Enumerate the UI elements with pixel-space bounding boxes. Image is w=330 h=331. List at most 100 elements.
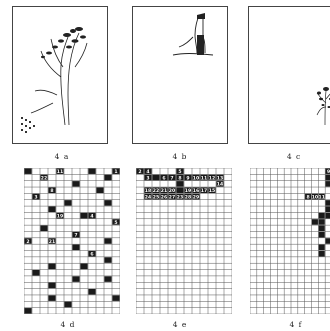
caption-4e: 4 e (173, 320, 188, 329)
grid-cell-label: 4 (90, 213, 93, 219)
grid-cell-marked (319, 219, 325, 225)
grid-cell-label: 1 (114, 169, 117, 175)
caption-4b: 4 b (173, 152, 188, 161)
grid-cell-marked (24, 168, 31, 174)
grid-cell-label: 8 (50, 188, 53, 194)
grid-cell-marked (319, 245, 325, 251)
panel-4c (248, 6, 330, 144)
grid-cell-marked (64, 200, 71, 206)
grid-cell-label: 22 (41, 175, 47, 181)
panel-4b (132, 6, 228, 144)
grid-cell-marked (176, 181, 183, 187)
grid-cell-marked (326, 181, 330, 187)
grid-cell-marked (104, 276, 111, 282)
grid-cell-label: 2 (26, 239, 29, 245)
grid-cell-marked (152, 175, 159, 181)
grid-cell-label: 19 (185, 188, 191, 194)
grid-cell-marked (319, 226, 325, 232)
grid-cell-label: 21 (49, 239, 55, 245)
grid-cell-marked (80, 213, 87, 219)
grid-cell-label: 28 (185, 194, 191, 200)
grid-cell-label: 9 (186, 175, 189, 181)
grid-cell-label: 22 (153, 188, 159, 194)
ink-painting-small-tree (249, 7, 330, 143)
grid-cell-label: 23 (177, 194, 183, 200)
grid-cell-marked (72, 181, 79, 187)
grid-cell-marked (104, 257, 111, 263)
grid-cell-marked (48, 295, 55, 301)
grid-cell-label: 6 (90, 251, 93, 257)
grid-cell-label: 10 (312, 194, 318, 200)
grid-cell-marked (104, 200, 111, 206)
grid-cell-label: 16 (193, 188, 199, 194)
grid-cell-marked (326, 238, 330, 244)
grid-cell-label: 26 (161, 194, 167, 200)
grid-cell-label: 8 (306, 194, 309, 200)
grid-cell-label: 17 (201, 188, 207, 194)
grid-cell-label: 14 (217, 182, 223, 188)
grid-cell-marked (48, 206, 55, 212)
grid-cell-marked (24, 308, 31, 314)
grid-cell-marked (112, 295, 119, 301)
grid-cell-label: 25 (153, 194, 159, 200)
grid-cell-marked (72, 276, 79, 282)
grid-cell-label: 12 (209, 175, 215, 181)
grid-cell-label: 18 (145, 188, 151, 194)
grid-cell-marked (48, 283, 55, 289)
grid-cell-label: 3 (34, 194, 37, 200)
grid-cell-marked (32, 270, 39, 276)
grid-cell-label: 15 (209, 188, 215, 194)
grid-cell-marked (104, 238, 111, 244)
grid-cell-label: 24 (145, 194, 151, 200)
grid-cell-label: 3 (146, 175, 149, 181)
grid-cell-label: 5 (114, 220, 117, 226)
grid-cell-label: 2 (138, 169, 141, 175)
grid-cell-label: 20 (169, 188, 175, 194)
grid-cell-label: 5 (178, 169, 181, 175)
grid-cell-label: 21 (161, 188, 167, 194)
grid-cell-label: 10 (193, 175, 199, 181)
grid-cell-marked (312, 219, 318, 225)
grid-cell-marked (319, 213, 325, 219)
caption-4c: 4 c (287, 152, 301, 161)
grid-cell-marked (80, 264, 87, 270)
grid-cell-marked (326, 213, 330, 219)
grid-cell-label: 19 (57, 213, 63, 219)
grid-cell-marked (72, 245, 79, 251)
ink-painting-branches (13, 7, 107, 143)
grid-cell-label: 7 (74, 232, 77, 238)
caption-4d: 4 d (61, 320, 76, 329)
grid-cell-marked (326, 175, 330, 181)
caption-4a: 4 a (55, 152, 70, 161)
grid-cell-label: 8 (178, 175, 181, 181)
panel-4a (12, 6, 108, 144)
grid-cell-label: 13 (217, 175, 223, 181)
grid-cell-marked (88, 289, 95, 295)
grid-cell-label: 29 (193, 194, 199, 200)
grid-cell-label: 11 (319, 194, 325, 200)
grid-cell-marked (176, 187, 183, 193)
grid-cell-marked (319, 232, 325, 238)
grid-cell-marked (64, 302, 71, 308)
grid-cell-label: 7 (170, 175, 173, 181)
grid-cell-label: 4 (146, 169, 149, 175)
grid-cell-marked (88, 168, 95, 174)
ink-painting-stump (133, 7, 227, 143)
grid-cell-marked (326, 206, 330, 212)
grid-cell-marked (326, 200, 330, 206)
grid-cell-marked (319, 251, 325, 257)
grid-cell-marked (96, 187, 103, 193)
caption-4f: 4 f (290, 320, 303, 329)
grid-cell-label: 11 (57, 169, 63, 175)
grid-cell-label: 11 (201, 175, 207, 181)
grid-cell-marked (40, 226, 47, 232)
grid-cell-marked (104, 175, 111, 181)
grid-cell-label: 6 (162, 175, 165, 181)
grid-cell-label: 27 (169, 194, 175, 200)
grid-4e-svg: 2453678910111213141822212019161715242526… (136, 168, 232, 314)
